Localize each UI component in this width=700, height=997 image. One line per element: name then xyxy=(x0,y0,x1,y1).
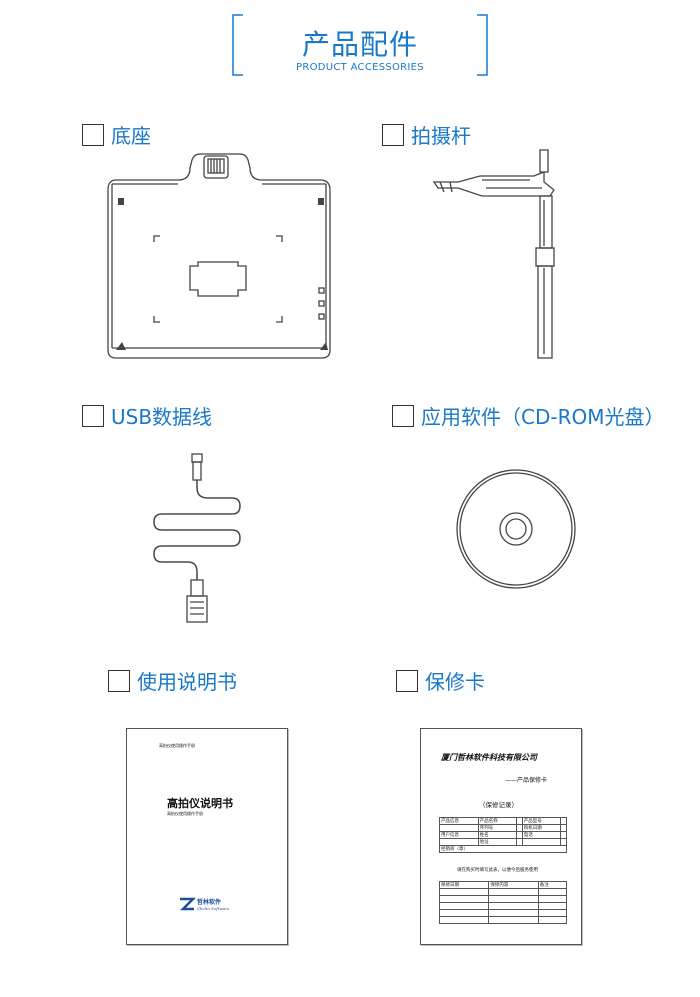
table-row: 保修日期 保修内容 备注 xyxy=(438,881,568,889)
item-arm: 拍摄杆 xyxy=(382,120,471,149)
manual-subtitle: 高拍仪使用操作手册 xyxy=(167,811,203,816)
table-row xyxy=(438,888,568,896)
table-cell xyxy=(438,909,490,917)
item-usb-cable: USB数据线 xyxy=(82,401,212,430)
table-cell: 产品型号 xyxy=(521,817,562,825)
table-cell xyxy=(537,909,568,917)
warranty-record-table: 保修日期 保修内容 备注 xyxy=(438,881,568,924)
table-cell xyxy=(537,895,568,903)
item-manual: 使用说明书 xyxy=(108,666,237,695)
warranty-card-title: ——产品保修卡 xyxy=(505,777,548,784)
table-cell: 经销商（章） xyxy=(439,845,567,853)
table-cell xyxy=(537,888,568,896)
table-row xyxy=(438,909,568,917)
table-cell xyxy=(488,895,539,903)
table-cell: 姓名 xyxy=(477,831,518,839)
table-cell xyxy=(560,831,567,839)
table-header-cell: 保修内容 xyxy=(488,881,539,889)
checkbox-arm[interactable] xyxy=(382,123,404,146)
header-frame xyxy=(232,14,488,76)
table-cell xyxy=(438,916,490,924)
table-cell: 地址 xyxy=(477,838,518,846)
table-cell xyxy=(488,902,539,910)
checkbox-software-cd[interactable] xyxy=(392,404,414,427)
table-cell xyxy=(537,916,568,924)
table-cell xyxy=(560,817,567,825)
table-row: 用户信息 姓名 电话 xyxy=(439,831,567,839)
table-cell xyxy=(560,838,567,846)
warranty-card: 厦门哲林软件科技有限公司 ——产品保修卡 （保修记录） 产品信息 产品名称 产品… xyxy=(420,728,582,945)
cd-illustration xyxy=(456,469,576,589)
brand-logo-icon xyxy=(179,897,197,911)
warranty-info-table: 产品信息 产品名称 产品型号 序列号 购机日期 用户信息 姓名 电话 地址 xyxy=(439,817,567,853)
table-cell xyxy=(439,824,479,832)
label-warranty: 保修卡 xyxy=(425,670,485,694)
table-row xyxy=(438,902,568,910)
label-base: 底座 xyxy=(111,124,151,148)
table-cell xyxy=(537,902,568,910)
warranty-company: 厦门哲林软件科技有限公司 xyxy=(441,752,537,762)
table-cell: 用户信息 xyxy=(439,831,479,839)
table-cell xyxy=(438,895,490,903)
label-arm: 拍摄杆 xyxy=(411,124,471,148)
table-row xyxy=(438,895,568,903)
table-cell xyxy=(560,824,567,832)
base-illustration xyxy=(107,153,331,359)
brand-name-en: Zhelin Software xyxy=(197,906,230,911)
checkbox-warranty[interactable] xyxy=(396,669,418,692)
label-software-cd: 应用软件（CD-ROM光盘） xyxy=(421,405,665,429)
table-cell xyxy=(438,888,490,896)
arm-illustration xyxy=(432,149,555,359)
table-row: 产品信息 产品名称 产品型号 xyxy=(439,817,567,825)
brand-name: 哲林软件 xyxy=(197,899,222,906)
table-cell xyxy=(438,902,490,910)
page-subtitle: PRODUCT ACCESSORIES xyxy=(296,62,424,73)
table-cell xyxy=(488,916,539,924)
manual-title: 高拍仪说明书 xyxy=(167,797,233,810)
table-row: 经销商（章） xyxy=(439,845,567,853)
table-header-cell: 保修日期 xyxy=(438,881,490,889)
warranty-note: 请在购买时填写此表，以便今后服务使用 xyxy=(457,868,538,873)
table-cell: 序列号 xyxy=(477,824,518,832)
checkbox-usb-cable[interactable] xyxy=(82,404,104,427)
table-cell xyxy=(521,838,562,846)
table-cell xyxy=(439,838,479,846)
page-title: 产品配件 xyxy=(301,28,418,61)
table-cell: 产品信息 xyxy=(439,817,479,825)
table-header-cell: 备注 xyxy=(537,881,568,889)
table-row xyxy=(438,916,568,924)
checkbox-base[interactable] xyxy=(82,123,104,146)
section-header: 产品配件 PRODUCT ACCESSORIES xyxy=(232,14,488,76)
item-warranty: 保修卡 xyxy=(396,666,485,695)
manual-cover: 高拍仪使用操作手册 高拍仪说明书 高拍仪使用操作手册 哲林软件 Zhelin S… xyxy=(126,728,288,945)
item-software-cd: 应用软件（CD-ROM光盘） xyxy=(392,401,664,430)
table-cell: 电话 xyxy=(521,831,562,839)
item-base: 底座 xyxy=(82,120,151,149)
checkbox-manual[interactable] xyxy=(108,669,130,692)
warranty-record-label: （保修记录） xyxy=(479,801,518,809)
table-cell xyxy=(488,888,539,896)
manual-top-note: 高拍仪使用操作手册 xyxy=(159,743,195,748)
label-usb-cable: USB数据线 xyxy=(111,405,213,429)
usb-cable-illustration xyxy=(153,453,241,623)
table-row: 地址 xyxy=(439,838,567,846)
table-cell: 产品名称 xyxy=(477,817,518,825)
table-cell: 购机日期 xyxy=(521,824,562,832)
table-row: 序列号 购机日期 xyxy=(439,824,567,832)
table-cell xyxy=(488,909,539,917)
label-manual: 使用说明书 xyxy=(137,670,237,694)
